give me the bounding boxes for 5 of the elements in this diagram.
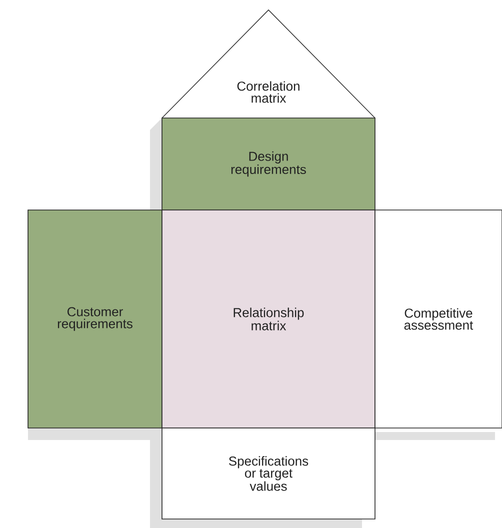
matrix-box: Competitive assessment xyxy=(374,210,502,428)
matrix-box: Relationship matrix xyxy=(162,210,376,428)
matrix-box: Design requirements xyxy=(162,118,376,210)
matrix-box: Specifications or target values xyxy=(162,428,376,520)
matrix-box: Customer requirements xyxy=(28,210,162,428)
